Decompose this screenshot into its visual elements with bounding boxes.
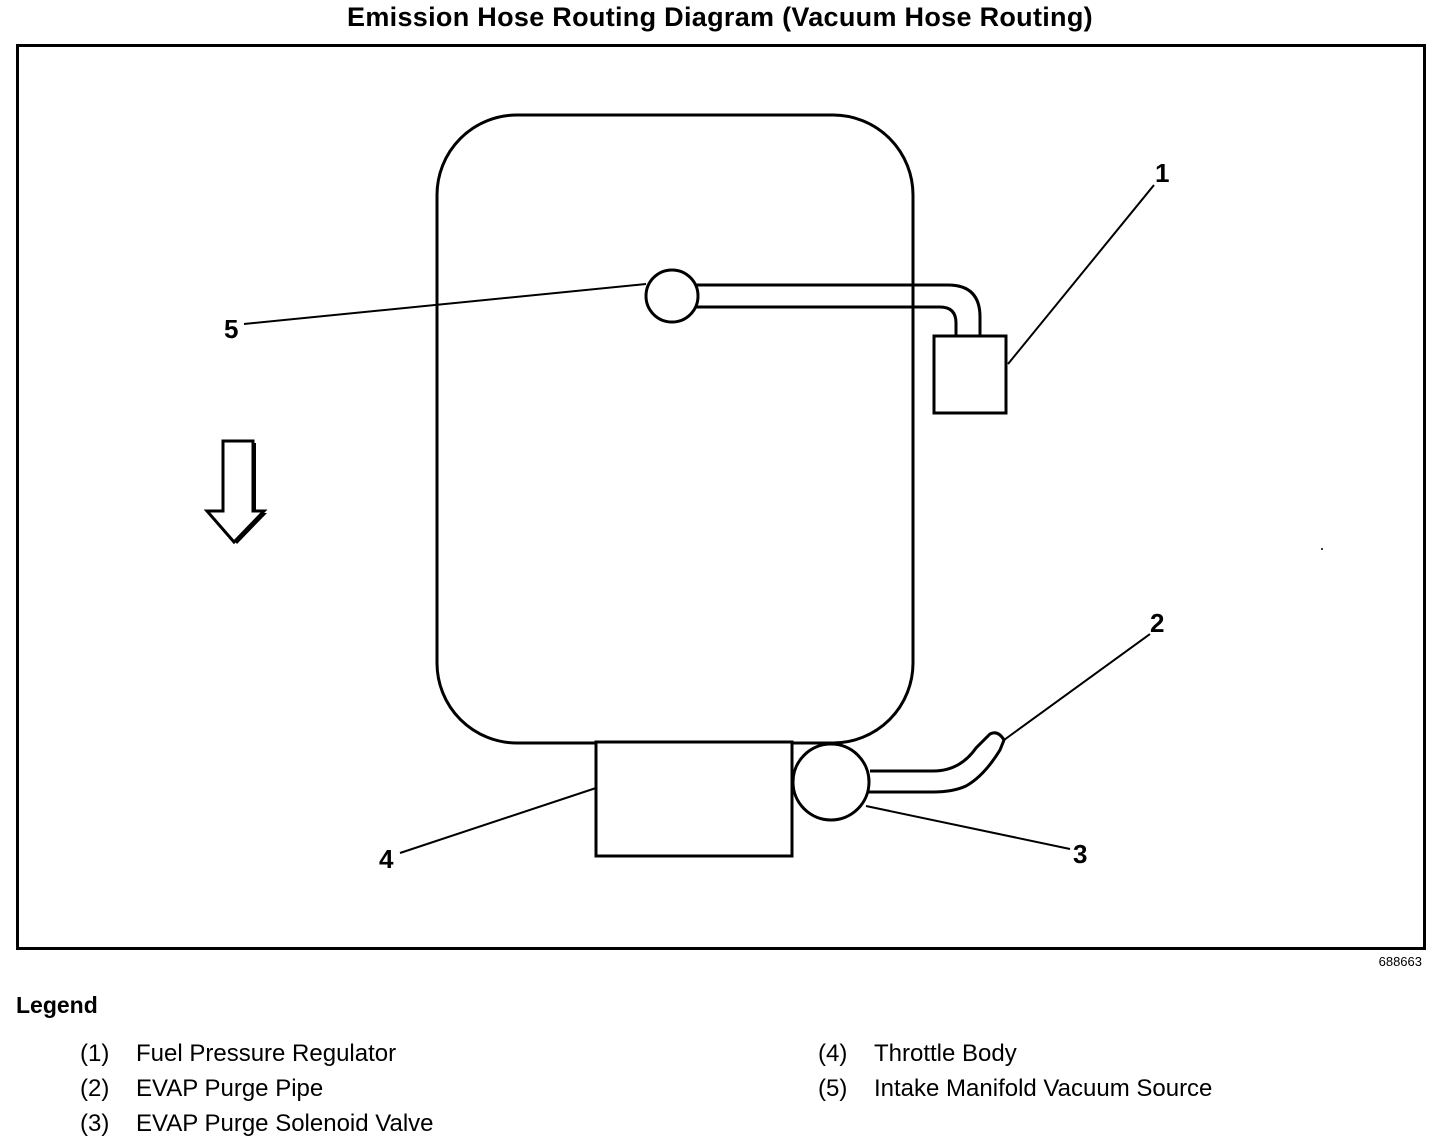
diagram-title: Emission Hose Routing Diagram (Vacuum Ho… bbox=[347, 2, 1093, 32]
vacuum-hose bbox=[692, 283, 982, 336]
legend-column-left: (1) Fuel Pressure Regulator (2) EVAP Purge… bbox=[80, 1040, 434, 1145]
legend-number: (1) bbox=[80, 1040, 110, 1067]
hose-routing-diagram: 1 2 3 4 5 bbox=[203, 113, 1323, 874]
leader-line-2 bbox=[1003, 633, 1151, 741]
legend-item: (2) EVAP Purge Pipe bbox=[80, 1075, 434, 1110]
scan-dot bbox=[1321, 548, 1323, 550]
diagram-frame bbox=[16, 44, 1426, 950]
throttle-body bbox=[594, 740, 794, 858]
evap-purge-pipe bbox=[868, 731, 1006, 794]
callout-5: 5 bbox=[224, 314, 238, 344]
evap-purge-solenoid-valve bbox=[791, 742, 871, 822]
legend-label: EVAP Purge Solenoid Valve bbox=[136, 1110, 434, 1137]
legend-label: EVAP Purge Pipe bbox=[136, 1075, 324, 1102]
callout-2: 2 bbox=[1150, 608, 1164, 638]
legend-label: Fuel Pressure Regulator bbox=[136, 1040, 397, 1067]
callout-1: 1 bbox=[1155, 158, 1169, 188]
legend-number: (5) bbox=[818, 1075, 848, 1102]
leader-line-5 bbox=[243, 283, 647, 325]
engine-outline bbox=[435, 113, 915, 745]
legend-label: Intake Manifold Vacuum Source bbox=[874, 1075, 1213, 1102]
figure-id: 688663 bbox=[1378, 954, 1422, 969]
legend-item: (5) Intake Manifold Vacuum Source bbox=[818, 1075, 1212, 1110]
legend-number: (2) bbox=[80, 1075, 110, 1102]
leader-line-4 bbox=[399, 787, 597, 854]
legend-heading: Legend bbox=[16, 992, 98, 1018]
legend-number: (4) bbox=[818, 1040, 848, 1067]
leader-line-3 bbox=[865, 805, 1071, 850]
arrow-down-outline-icon bbox=[203, 439, 268, 545]
legend-item: (3) EVAP Purge Solenoid Valve bbox=[80, 1110, 434, 1145]
legend-item: (1) Fuel Pressure Regulator bbox=[80, 1040, 434, 1075]
legend-item: (4) Throttle Body bbox=[818, 1040, 1212, 1075]
legend-number: (3) bbox=[80, 1110, 110, 1137]
legend-column-right: (4) Throttle Body (5) Intake Manifold Vacu… bbox=[818, 1040, 1212, 1110]
legend-label: Throttle Body bbox=[874, 1040, 1017, 1067]
leader-line-1 bbox=[1007, 184, 1155, 365]
intake-manifold-vacuum-source bbox=[644, 268, 700, 324]
fuel-pressure-regulator bbox=[932, 334, 1008, 415]
callout-3: 3 bbox=[1073, 839, 1087, 869]
callout-4: 4 bbox=[379, 844, 394, 874]
